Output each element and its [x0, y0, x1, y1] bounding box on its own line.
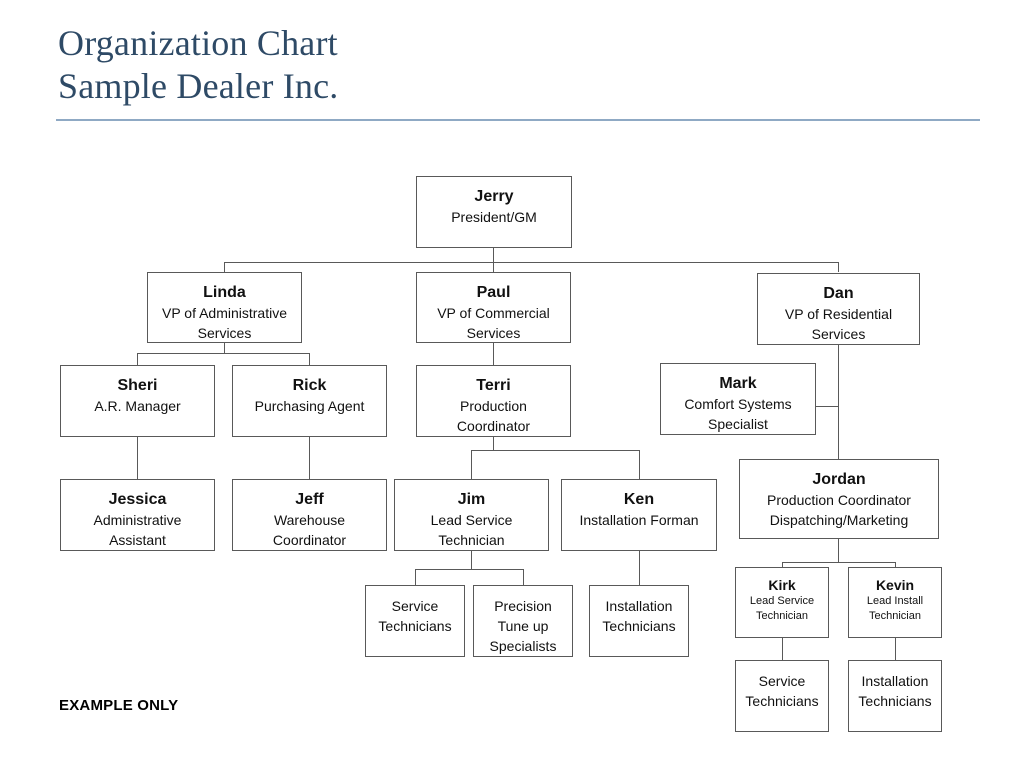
connector-bus-to-ken [639, 450, 640, 479]
example-only-label: EXAMPLE ONLY [59, 697, 179, 714]
org-node-linda[interactable]: Linda VP of Administrative Services [147, 272, 302, 343]
connector-rick-to-jeff [309, 437, 310, 479]
connector-jim-down [471, 551, 472, 569]
org-node-kevin[interactable]: Kevin Lead Install Technician [848, 567, 942, 638]
org-node-jeff[interactable]: Jeff Warehouse Coordinator [232, 479, 387, 551]
connector-kirk-to-service-technicians [782, 638, 783, 660]
org-node-dan[interactable]: Dan VP of Residential Services [757, 273, 920, 345]
connector-bus-to-linda [224, 262, 225, 272]
org-node-title: Administrative Assistant [93, 512, 182, 548]
org-node-name: Kevin [875, 577, 915, 593]
org-node-name: Terri [476, 377, 511, 394]
org-node-name: Ken [623, 491, 655, 508]
org-node-title: Installation Technicians [858, 673, 932, 709]
org-node-name: Mark [719, 375, 757, 392]
connector-bus-to-kirk [782, 562, 783, 567]
connector-bus-to-sheri [137, 353, 138, 365]
connector-linda-down [224, 343, 225, 353]
org-node-kirk[interactable]: Kirk Lead Service Technician [735, 567, 829, 638]
connector-kevin-to-installation-technicians [895, 638, 896, 660]
org-node-title: A.R. Manager [94, 398, 181, 414]
org-node-title: Lead Service Technician [749, 595, 815, 622]
org-node-name: Linda [203, 284, 246, 301]
org-node-title: Service Technicians [745, 673, 819, 709]
connector-bus-to-rick [309, 353, 310, 365]
org-node-jerry[interactable]: Jerry President/GM [416, 176, 572, 248]
page-title: Organization Chart Sample Dealer Inc. [58, 22, 758, 108]
header-divider [56, 119, 980, 121]
connector-bus-to-kevin [895, 562, 896, 567]
org-node-name: Paul [476, 284, 511, 301]
org-node-title: Lead Install Technician [866, 595, 924, 622]
org-node-paul[interactable]: Paul VP of Commercial Services [416, 272, 571, 343]
org-node-name: Jerry [474, 188, 514, 205]
connector-dan-down [838, 345, 839, 459]
connector-bus-to-jim [471, 450, 472, 479]
org-node-title: Purchasing Agent [254, 398, 365, 414]
org-node-jim[interactable]: Jim Lead Service Technician [394, 479, 549, 551]
page-title-line-1: Organization Chart [58, 23, 338, 63]
org-node-name: Rick [292, 377, 327, 394]
org-node-title: VP of Residential Services [784, 306, 893, 342]
org-node-name: Dan [823, 285, 854, 302]
connector-vp-bus [224, 262, 839, 263]
org-node-title: Production Coordinator Dispatching/Marke… [767, 492, 911, 528]
connector-sheri-to-jessica [137, 437, 138, 479]
org-node-rick[interactable]: Rick Purchasing Agent [232, 365, 387, 437]
org-node-title: Comfort Systems Specialist [684, 396, 792, 432]
connector-linda-bus [137, 353, 309, 354]
org-node-title: Production Coordinator [456, 398, 531, 434]
org-node-title: Service Technicians [378, 598, 452, 634]
org-node-title: VP of Commercial Services [437, 305, 550, 341]
connector-bus-to-precision-tuneup [523, 569, 524, 585]
org-node-title: Lead Service Technician [430, 512, 513, 548]
org-node-kirk-service-technicians[interactable]: Service Technicians [735, 660, 829, 732]
page-title-line-2: Sample Dealer Inc. [58, 66, 339, 106]
org-node-jim-service-technicians[interactable]: Service Technicians [365, 585, 465, 657]
connector-bus-to-paul [493, 262, 494, 272]
org-node-ken[interactable]: Ken Installation Forman [561, 479, 717, 551]
connector-bus-to-service-technicians [415, 569, 416, 585]
org-node-title: Installation Forman [579, 512, 699, 528]
connector-jordan-down [838, 539, 839, 562]
org-node-mark[interactable]: Mark Comfort Systems Specialist [660, 363, 816, 435]
connector-terri-bus [471, 450, 639, 451]
org-node-name: Sheri [117, 377, 158, 394]
org-node-name: Jim [457, 491, 486, 508]
connector-paul-to-terri [493, 343, 494, 365]
org-node-jessica[interactable]: Jessica Administrative Assistant [60, 479, 215, 551]
connector-jim-bus [415, 569, 523, 570]
org-node-ken-installation-technicians[interactable]: Installation Technicians [589, 585, 689, 657]
org-node-sheri[interactable]: Sheri A.R. Manager [60, 365, 215, 437]
org-node-title: Precision Tune up Specialists [489, 598, 557, 654]
connector-bus-to-dan [838, 262, 839, 272]
org-node-title: President/GM [451, 209, 537, 225]
connector-dan-to-mark [816, 406, 839, 407]
connector-jordan-bus [782, 562, 895, 563]
org-node-terri[interactable]: Terri Production Coordinator [416, 365, 571, 437]
org-node-title: Installation Technicians [602, 598, 676, 634]
org-node-title: Warehouse Coordinator [272, 512, 347, 548]
connector-terri-down [493, 437, 494, 450]
org-node-name: Jessica [108, 491, 167, 508]
connector-ken-to-installation-technicians [639, 551, 640, 585]
org-node-jordan[interactable]: Jordan Production Coordinator Dispatchin… [739, 459, 939, 539]
connector-jerry-down [493, 248, 494, 262]
org-node-precision-tuneup-specialists[interactable]: Precision Tune up Specialists [473, 585, 573, 657]
org-node-name: Jeff [295, 491, 324, 508]
org-node-kevin-installation-technicians[interactable]: Installation Technicians [848, 660, 942, 732]
org-node-title: VP of Administrative Services [161, 305, 288, 341]
org-node-name: Kirk [768, 577, 796, 593]
org-node-name: Jordan [812, 471, 866, 488]
